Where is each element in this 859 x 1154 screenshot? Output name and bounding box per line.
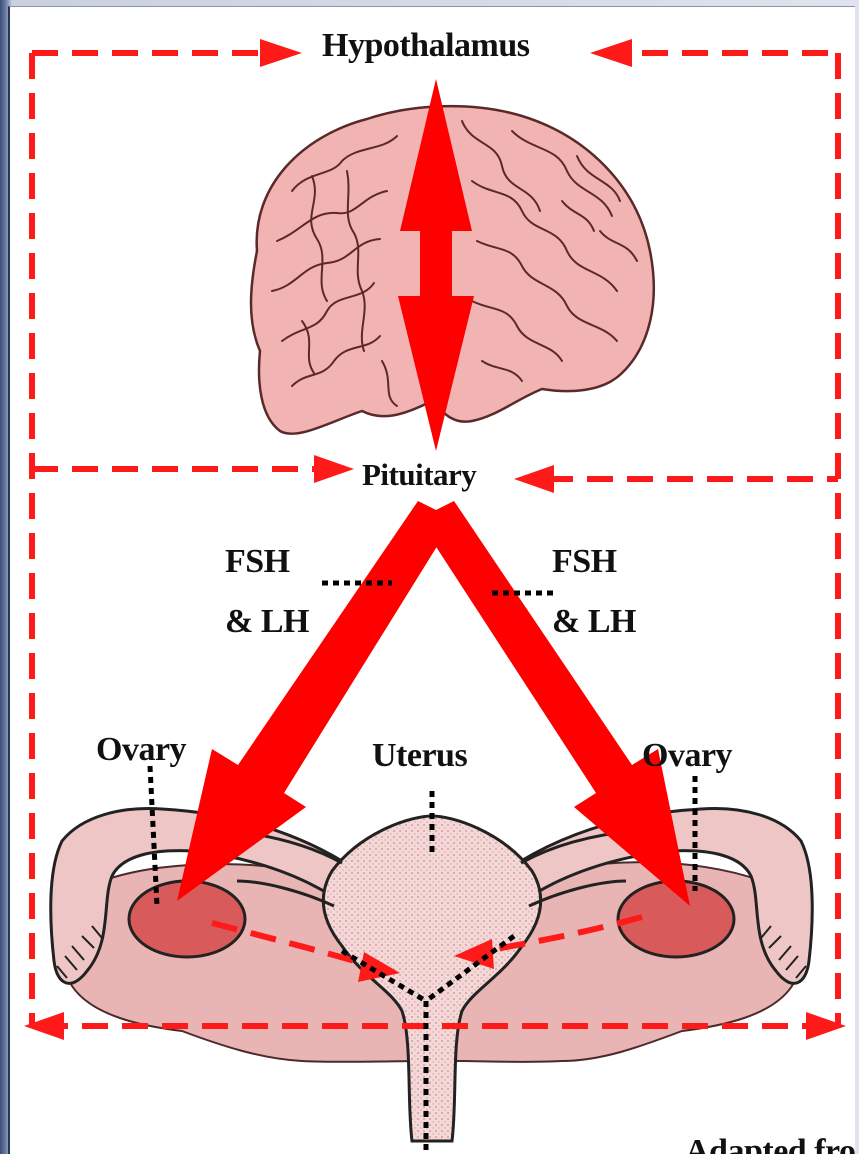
ovary-left-label: Ovary (96, 733, 186, 767)
pituitary-label: Pituitary (362, 459, 476, 490)
lh-left-label: & LH (225, 605, 309, 639)
uterus-illustration (51, 808, 813, 1141)
fsh-left-label: FSH (225, 545, 290, 579)
fsh-right-label: FSH (552, 545, 617, 579)
hormone-axis-diagram (8, 6, 855, 1154)
diagram-frame: Hypothalamus Pituitary FSH & LH FSH & LH… (8, 6, 855, 1154)
uterus-label: Uterus (372, 739, 467, 773)
credit-label: Adapted from (685, 1135, 855, 1154)
ovary-right-label: Ovary (642, 739, 732, 773)
hypothalamus-label: Hypothalamus (322, 29, 530, 63)
lh-right-label: & LH (552, 605, 636, 639)
